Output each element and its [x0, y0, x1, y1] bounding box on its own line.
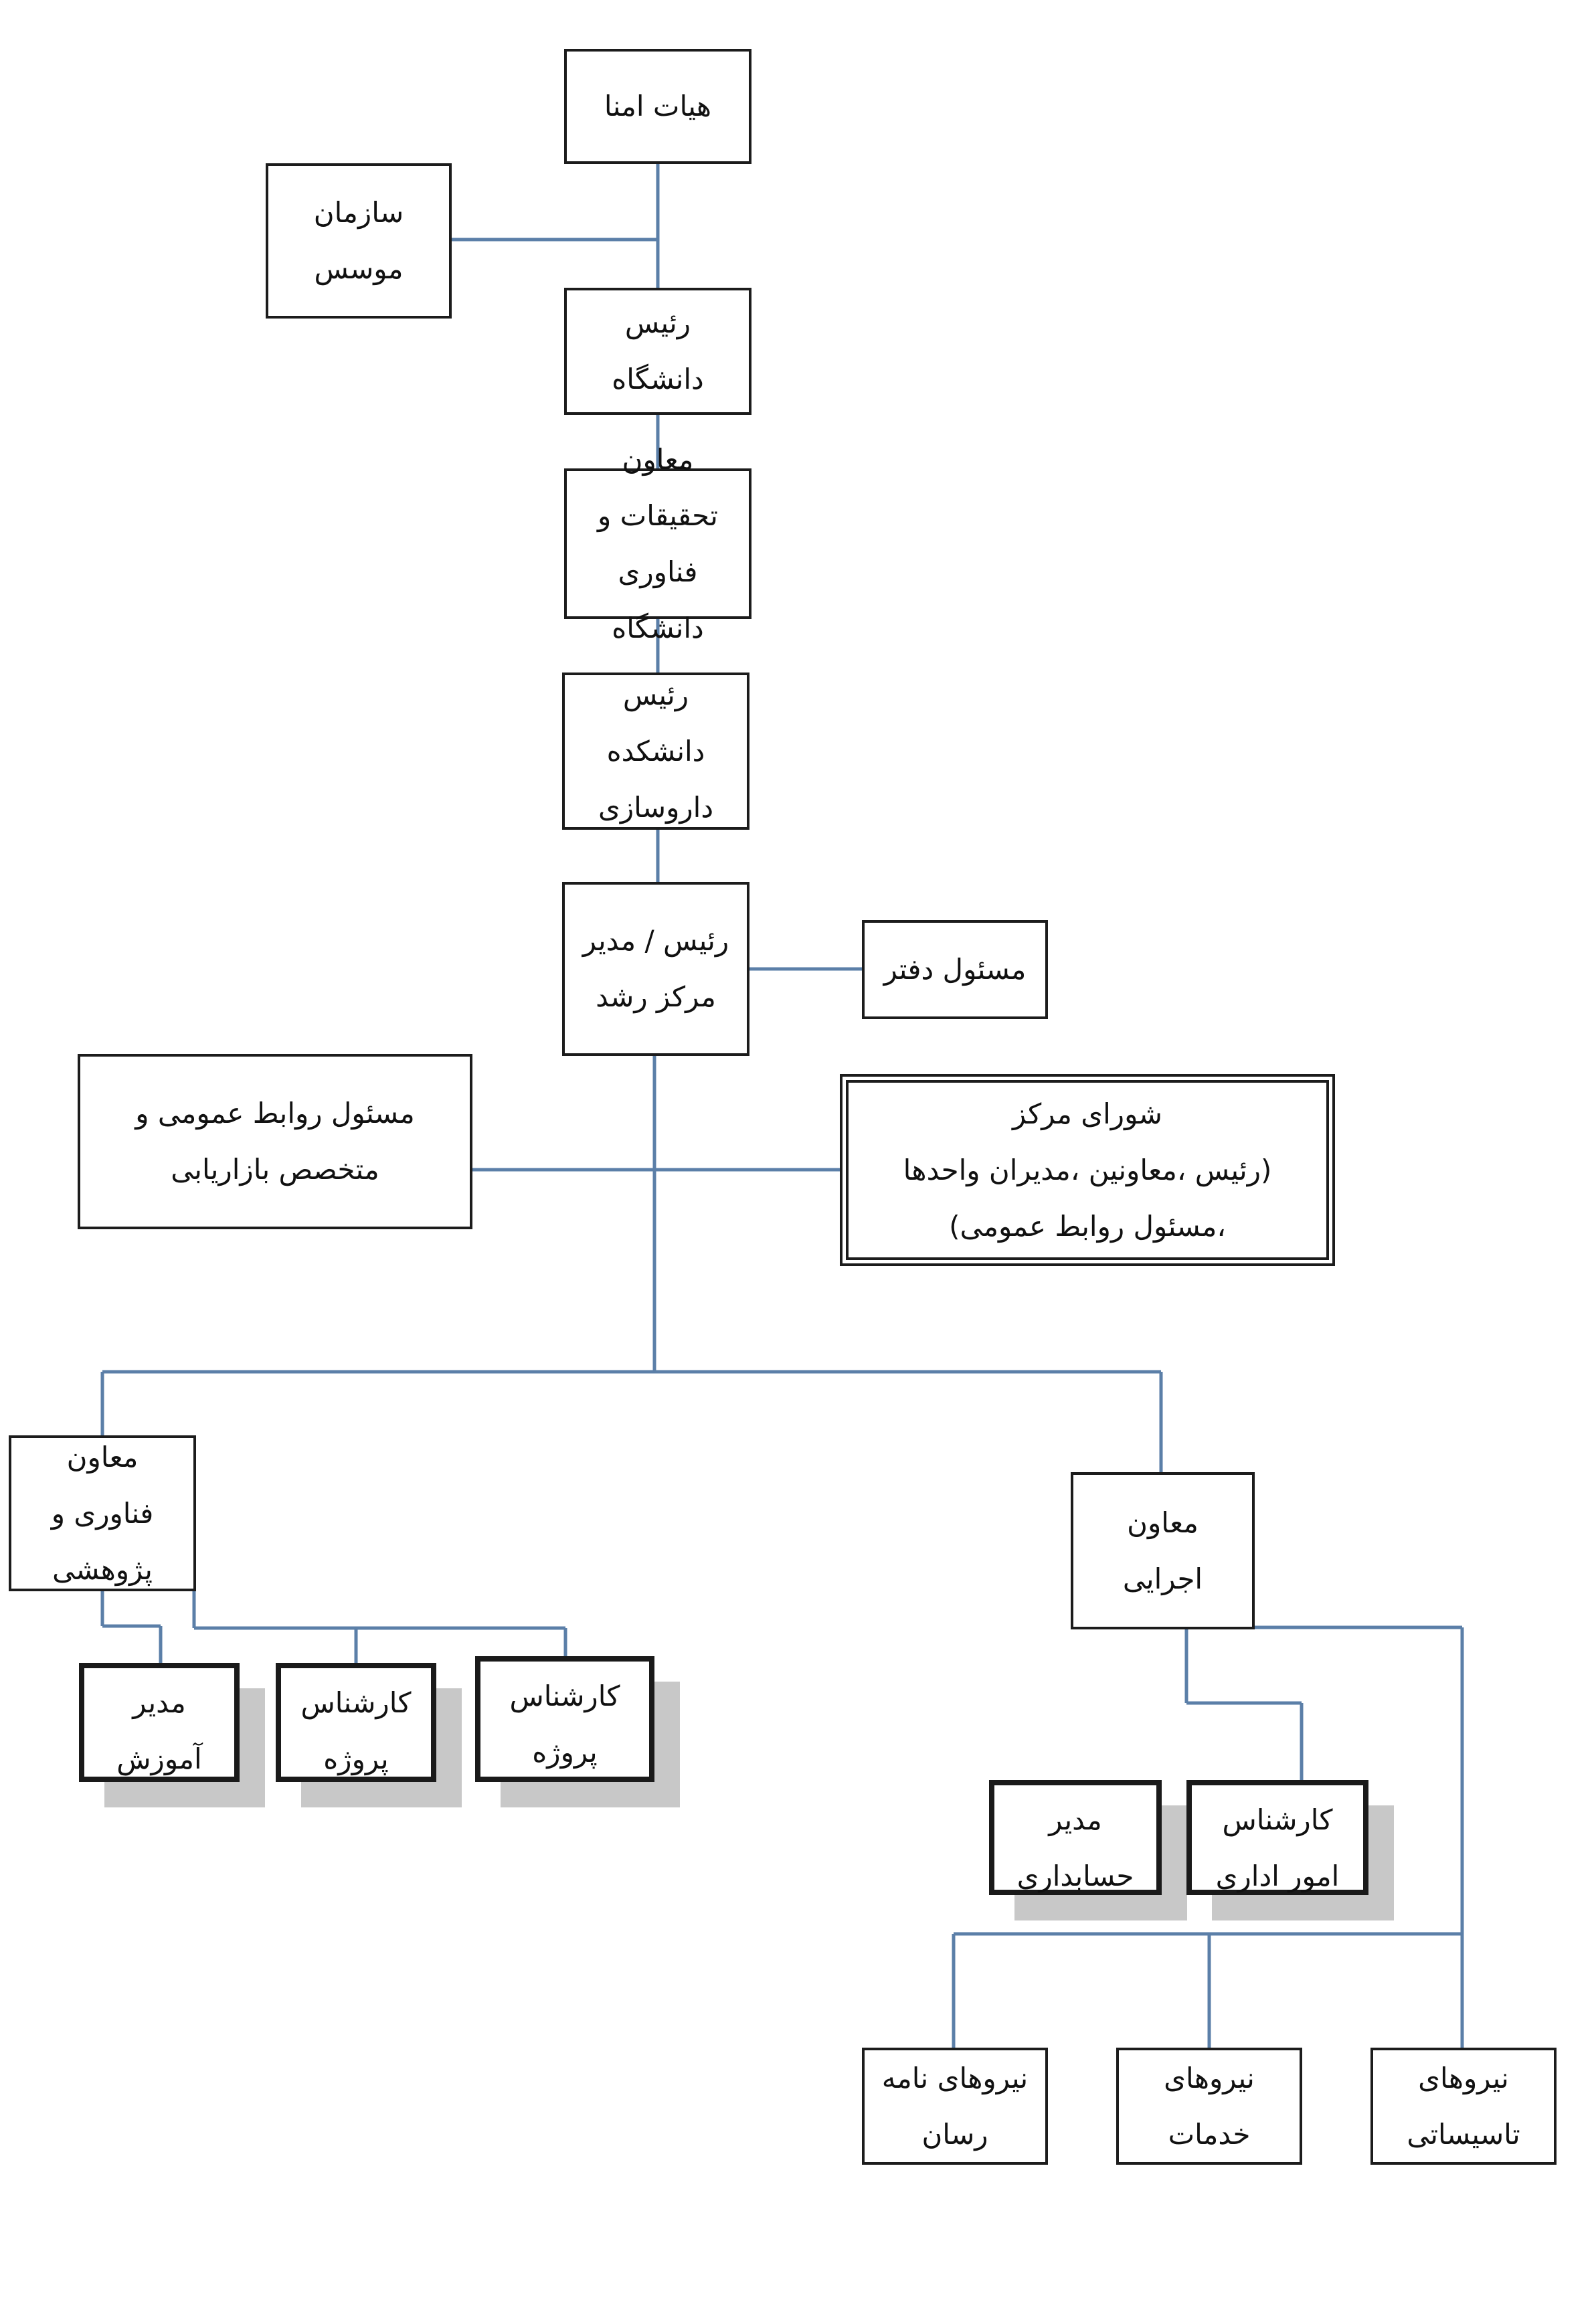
- project-expert-2-box: کارشناس پروژه: [475, 1656, 654, 1782]
- university-president-box: رئیس دانشگاه: [564, 288, 751, 415]
- accounting-manager-label: مدیر حسابداری: [1016, 1803, 1134, 1892]
- office-manager-box: مسئول دفتر: [862, 920, 1048, 1019]
- founder-label: سازمان موسس: [313, 196, 404, 285]
- facilities-staff-label: نیروهای تاسیساتی: [1407, 2061, 1520, 2151]
- project-expert-1-label: کارشناس پروژه: [300, 1686, 412, 1775]
- tech-deputy-box: معاون فناوری و پژوهشی: [9, 1435, 196, 1591]
- exec-deputy-label: معاون اجرایی: [1122, 1506, 1203, 1595]
- exec-deputy-box: معاون اجرایی: [1071, 1472, 1255, 1629]
- center-director-box: رئیس / مدیر مرکز رشد: [562, 882, 749, 1056]
- research-deputy-box: معاون تحقیقات و فناوری دانشگاه: [564, 443, 751, 644]
- courier-staff-label: نیروهای نامه رسان: [881, 2061, 1029, 2151]
- center-council-title: شورای مرکز: [1012, 1097, 1162, 1130]
- board-of-trustees-label: هیات امنا: [604, 90, 712, 122]
- admin-expert-label: کارشناس امور اداری: [1215, 1803, 1340, 1892]
- courier-staff-box: نیروهای نامه رسان: [862, 2048, 1048, 2165]
- founder-box: سازمان موسس: [266, 163, 452, 319]
- pr-officer-box: مسئول روابط عمومی و متخصص بازاریابی: [78, 1054, 472, 1229]
- research-deputy-label: معاون تحقیقات و فناوری دانشگاه: [598, 442, 718, 644]
- pr-officer-label: مسئول روابط عمومی و متخصص بازاریابی: [135, 1097, 415, 1186]
- center-council-members: (رئیس ،معاونین ،مدیران واحدها ،مسئول روا…: [903, 1153, 1272, 1243]
- faculty-head-box: رئیس دانشکده داروسازی: [562, 673, 749, 830]
- project-expert-1-box: کارشناس پروژه: [276, 1663, 436, 1782]
- admin-expert-box: کارشناس امور اداری: [1186, 1780, 1368, 1895]
- faculty-head-label: رئیس دانشکده داروسازی: [598, 678, 714, 824]
- tech-deputy-label: معاون فناوری و پژوهشی: [51, 1440, 154, 1586]
- services-staff-label: نیروهای خدمات: [1164, 2061, 1255, 2151]
- services-staff-box: نیروهای خدمات: [1116, 2048, 1302, 2165]
- center-council-box: شورای مرکز (رئیس ،معاونین ،مدیران واحدها…: [840, 1074, 1335, 1266]
- facilities-staff-box: نیروهای تاسیساتی: [1370, 2048, 1557, 2165]
- center-director-label: رئیس / مدیر مرکز رشد: [582, 924, 729, 1013]
- university-president-label: رئیس دانشگاه: [612, 306, 704, 395]
- board-of-trustees-box: هیات امنا: [564, 49, 751, 164]
- education-manager-box: مدیر آموزش: [79, 1663, 240, 1782]
- accounting-manager-box: مدیر حسابداری: [989, 1780, 1162, 1895]
- office-manager-label: مسئول دفتر: [883, 953, 1027, 986]
- education-manager-label: مدیر آموزش: [116, 1686, 202, 1775]
- project-expert-2-label: کارشناس پروژه: [509, 1680, 620, 1769]
